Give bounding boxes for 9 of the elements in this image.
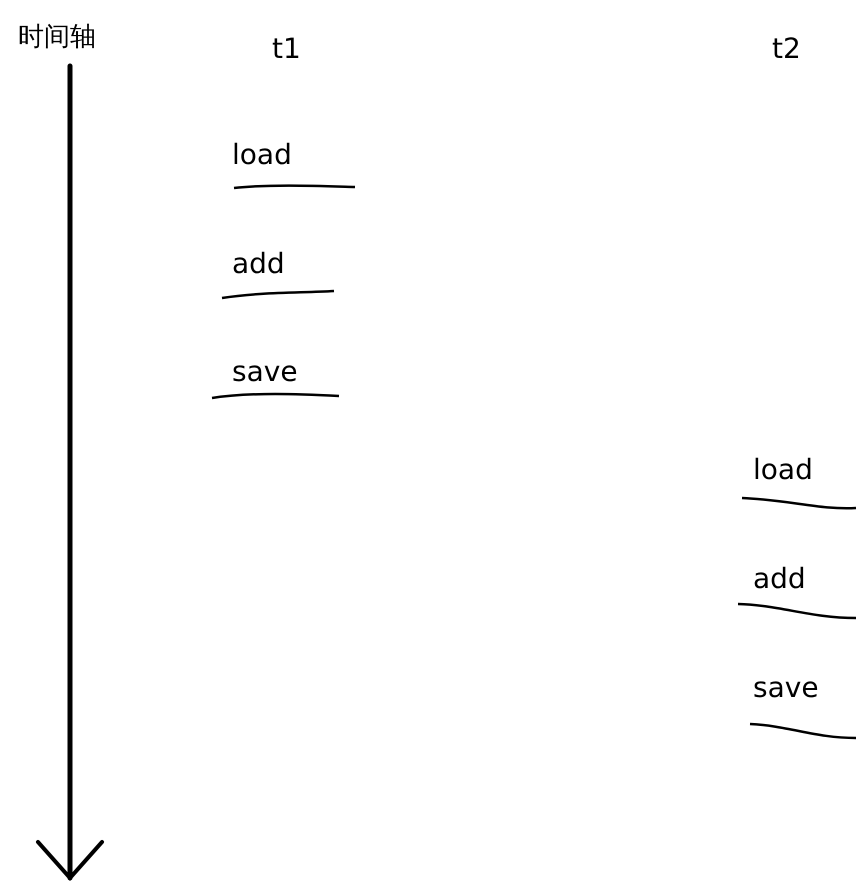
thread-label: t1 bbox=[272, 32, 301, 66]
thread-label: t2 bbox=[772, 32, 801, 66]
step-label: load bbox=[232, 138, 292, 172]
step-label: add bbox=[232, 247, 285, 281]
axis-label: 时间轴 bbox=[18, 21, 96, 54]
step-label: add bbox=[753, 562, 806, 596]
step-label: load bbox=[753, 453, 813, 487]
step-label: save bbox=[753, 671, 819, 705]
step-label: save bbox=[232, 355, 298, 389]
